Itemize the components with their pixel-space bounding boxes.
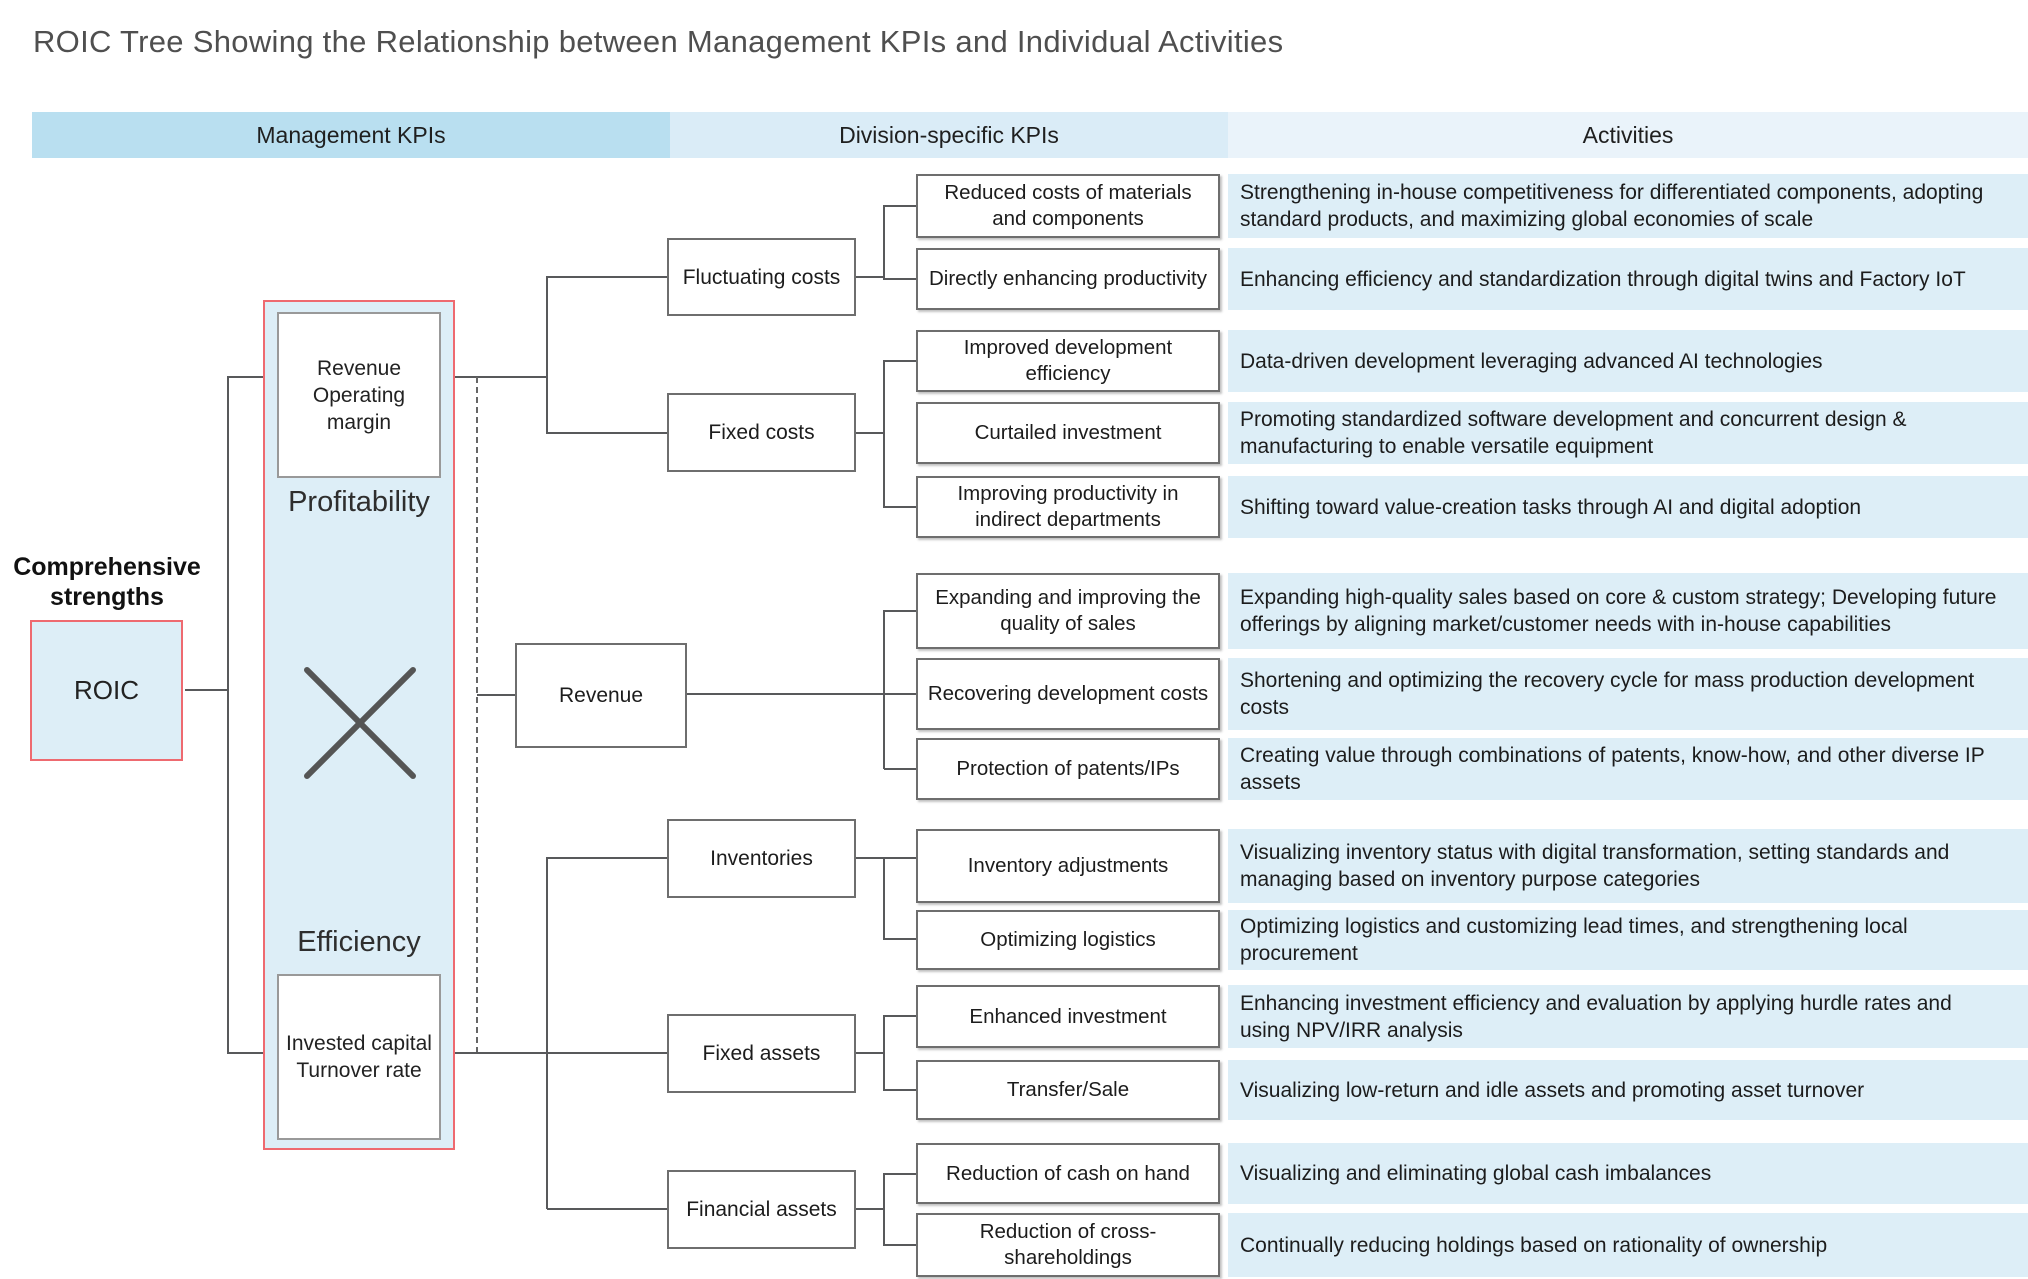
connector-line [883,205,885,280]
connector-line [185,689,228,691]
activity-bar: Visualizing low-return and idle assets a… [1228,1060,2028,1120]
activity-text: Shortening and optimizing the recovery c… [1240,669,1975,719]
activity-text: Shifting toward value-creation tasks thr… [1240,495,1862,519]
activity-text: Strengthening in-house competitiveness f… [1240,181,1984,231]
connector-line [856,1052,884,1054]
activity-text: Optimizing logistics and customizing lea… [1240,915,1908,965]
connector-line [884,610,916,612]
roic-box: ROIC [30,620,183,761]
kpi-box: Optimizing logistics [916,910,1220,970]
kpi-box: Protection of patents/IPs [916,738,1220,800]
header-division-kpis: Division-specific KPIs [670,112,1228,158]
activity-text: Enhancing efficiency and standardization… [1240,267,1966,291]
kpi-box: Directly enhancing productivity [916,248,1220,310]
connector-line [884,506,916,508]
connector-line [547,276,667,278]
activity-bar: Strengthening in-house competitiveness f… [1228,174,2028,238]
midbox-fluctuating-costs: Fluctuating costs [667,238,856,316]
connector-line [883,1173,885,1246]
connector-line [856,857,916,859]
kpi-box: Reduction of cash on hand [916,1143,1220,1204]
midbox-fixed-costs: Fixed costs [667,393,856,472]
connector-line [884,278,916,280]
activity-bar: Visualizing inventory status with digita… [1228,829,2028,903]
connector-line [441,1052,547,1054]
connector-line [884,360,916,362]
kpi-box: Transfer/Sale [916,1060,1220,1120]
kpi-box: Reduced costs of materials and component… [916,174,1220,238]
profitability-label: Profitability [288,486,430,518]
multiply-icon [299,662,421,789]
connector-line [884,1089,916,1091]
kpi-box: Expanding and improving the quality of s… [916,573,1220,649]
connector-line [856,432,884,434]
kpi-box: Inventory adjustments [916,829,1220,903]
connector-line [856,1208,884,1210]
kpi-box: Reduction of cross-shareholdings [916,1213,1220,1277]
connector-line [883,857,885,940]
revenue-operating-margin-box: Revenue Operating margin [277,312,441,478]
activity-text: Expanding high-quality sales based on co… [1240,586,1997,636]
connector-line [547,1208,667,1210]
header-activities: Activities [1228,112,2028,158]
midbox-fixed-assets: Fixed assets [667,1014,856,1093]
header-management-kpis: Management KPIs [32,112,670,158]
activity-bar: Data-driven development leveraging advan… [1228,330,2028,392]
activity-bar: Expanding high-quality sales based on co… [1228,573,2028,649]
connector-line [884,205,916,207]
kpi-box: Improving productivity in indirect depar… [916,476,1220,538]
activity-text: Visualizing inventory status with digita… [1240,841,1950,891]
connector-line [441,376,547,378]
activity-bar: Enhancing investment efficiency and eval… [1228,985,2028,1048]
connector-line [884,1015,916,1017]
activity-text: Creating value through combinations of p… [1240,744,1985,794]
kpi-box: Recovering development costs [916,658,1220,730]
connector-line [228,376,277,378]
connector-line [228,1052,277,1054]
activity-bar: Shortening and optimizing the recovery c… [1228,658,2028,730]
connector-line [883,1015,885,1091]
connector-line [227,376,229,1054]
connector-line [883,610,885,769]
connector-line [547,1052,667,1054]
invested-capital-turnover-box: Invested capital Turnover rate [277,974,441,1140]
connector-line [884,768,916,770]
activity-text: Data-driven development leveraging advan… [1240,349,1823,373]
dashed-connector-line [476,377,478,1053]
connector-line [477,694,515,696]
activity-bar: Creating value through combinations of p… [1228,738,2028,800]
activity-text: Visualizing and eliminating global cash … [1240,1162,1712,1185]
page-title: ROIC Tree Showing the Relationship betwe… [33,24,1284,59]
midbox-inventories: Inventories [667,819,856,898]
activity-bar: Continually reducing holdings based on r… [1228,1213,2028,1277]
connector-line [547,432,667,434]
comprehensive-strengths-label: Comprehensive strengths [13,553,201,611]
midbox-revenue: Revenue [515,643,687,748]
kpi-box: Enhanced investment [916,985,1220,1048]
activity-bar: Promoting standardized software developm… [1228,402,2028,464]
kpi-box: Improved development efficiency [916,330,1220,392]
activity-bar: Enhancing efficiency and standardization… [1228,248,2028,310]
midbox-financial-assets: Financial assets [667,1170,856,1249]
activity-text: Visualizing low-return and idle assets a… [1240,1078,1865,1102]
connector-line [884,1173,916,1175]
activity-text: Enhancing investment efficiency and eval… [1240,991,1952,1042]
connector-line [687,693,916,695]
kpi-box: Curtailed investment [916,402,1220,464]
connector-line [546,276,548,434]
activity-text: Promoting standardized software developm… [1240,408,1907,458]
activity-bar: Optimizing logistics and customizing lea… [1228,910,2028,970]
connector-line [884,938,916,940]
activity-bar: Shifting toward value-creation tasks thr… [1228,476,2028,538]
activity-text: Continually reducing holdings based on r… [1240,1233,1828,1257]
connector-line [884,1244,916,1246]
efficiency-label: Efficiency [297,926,421,958]
connector-line [856,276,884,278]
activity-bar: Visualizing and eliminating global cash … [1228,1143,2028,1204]
connector-line [547,857,667,859]
connector-line [546,857,548,1209]
connector-line [883,360,885,508]
